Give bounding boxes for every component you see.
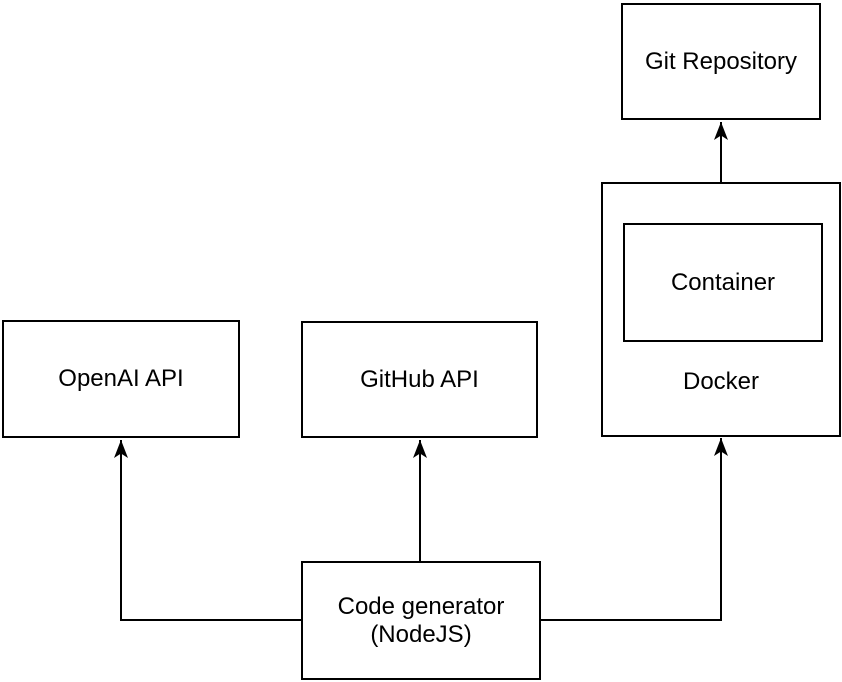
node-docker-label: Docker (682, 368, 760, 395)
edge-code-generator-to-openai-api (114, 440, 301, 621)
node-github-api: GitHub API (301, 321, 538, 438)
node-code-generator: Code generator (NodeJS) (301, 561, 541, 680)
node-git-repository-label: Git Repository (644, 47, 798, 75)
node-code-generator-label-line2: (NodeJS) (370, 620, 472, 648)
node-container: Container (623, 223, 823, 342)
node-openai-api: OpenAI API (2, 320, 240, 438)
node-openai-api-label: OpenAI API (58, 365, 184, 392)
node-git-repository: Git Repository (621, 3, 821, 120)
node-container-label: Container (670, 268, 776, 296)
node-docker: Container Docker (601, 182, 841, 437)
node-github-api-label: GitHub API (360, 365, 479, 393)
edge-code-generator-to-docker (541, 438, 728, 621)
node-code-generator-label-line1: Code generator (337, 592, 505, 620)
